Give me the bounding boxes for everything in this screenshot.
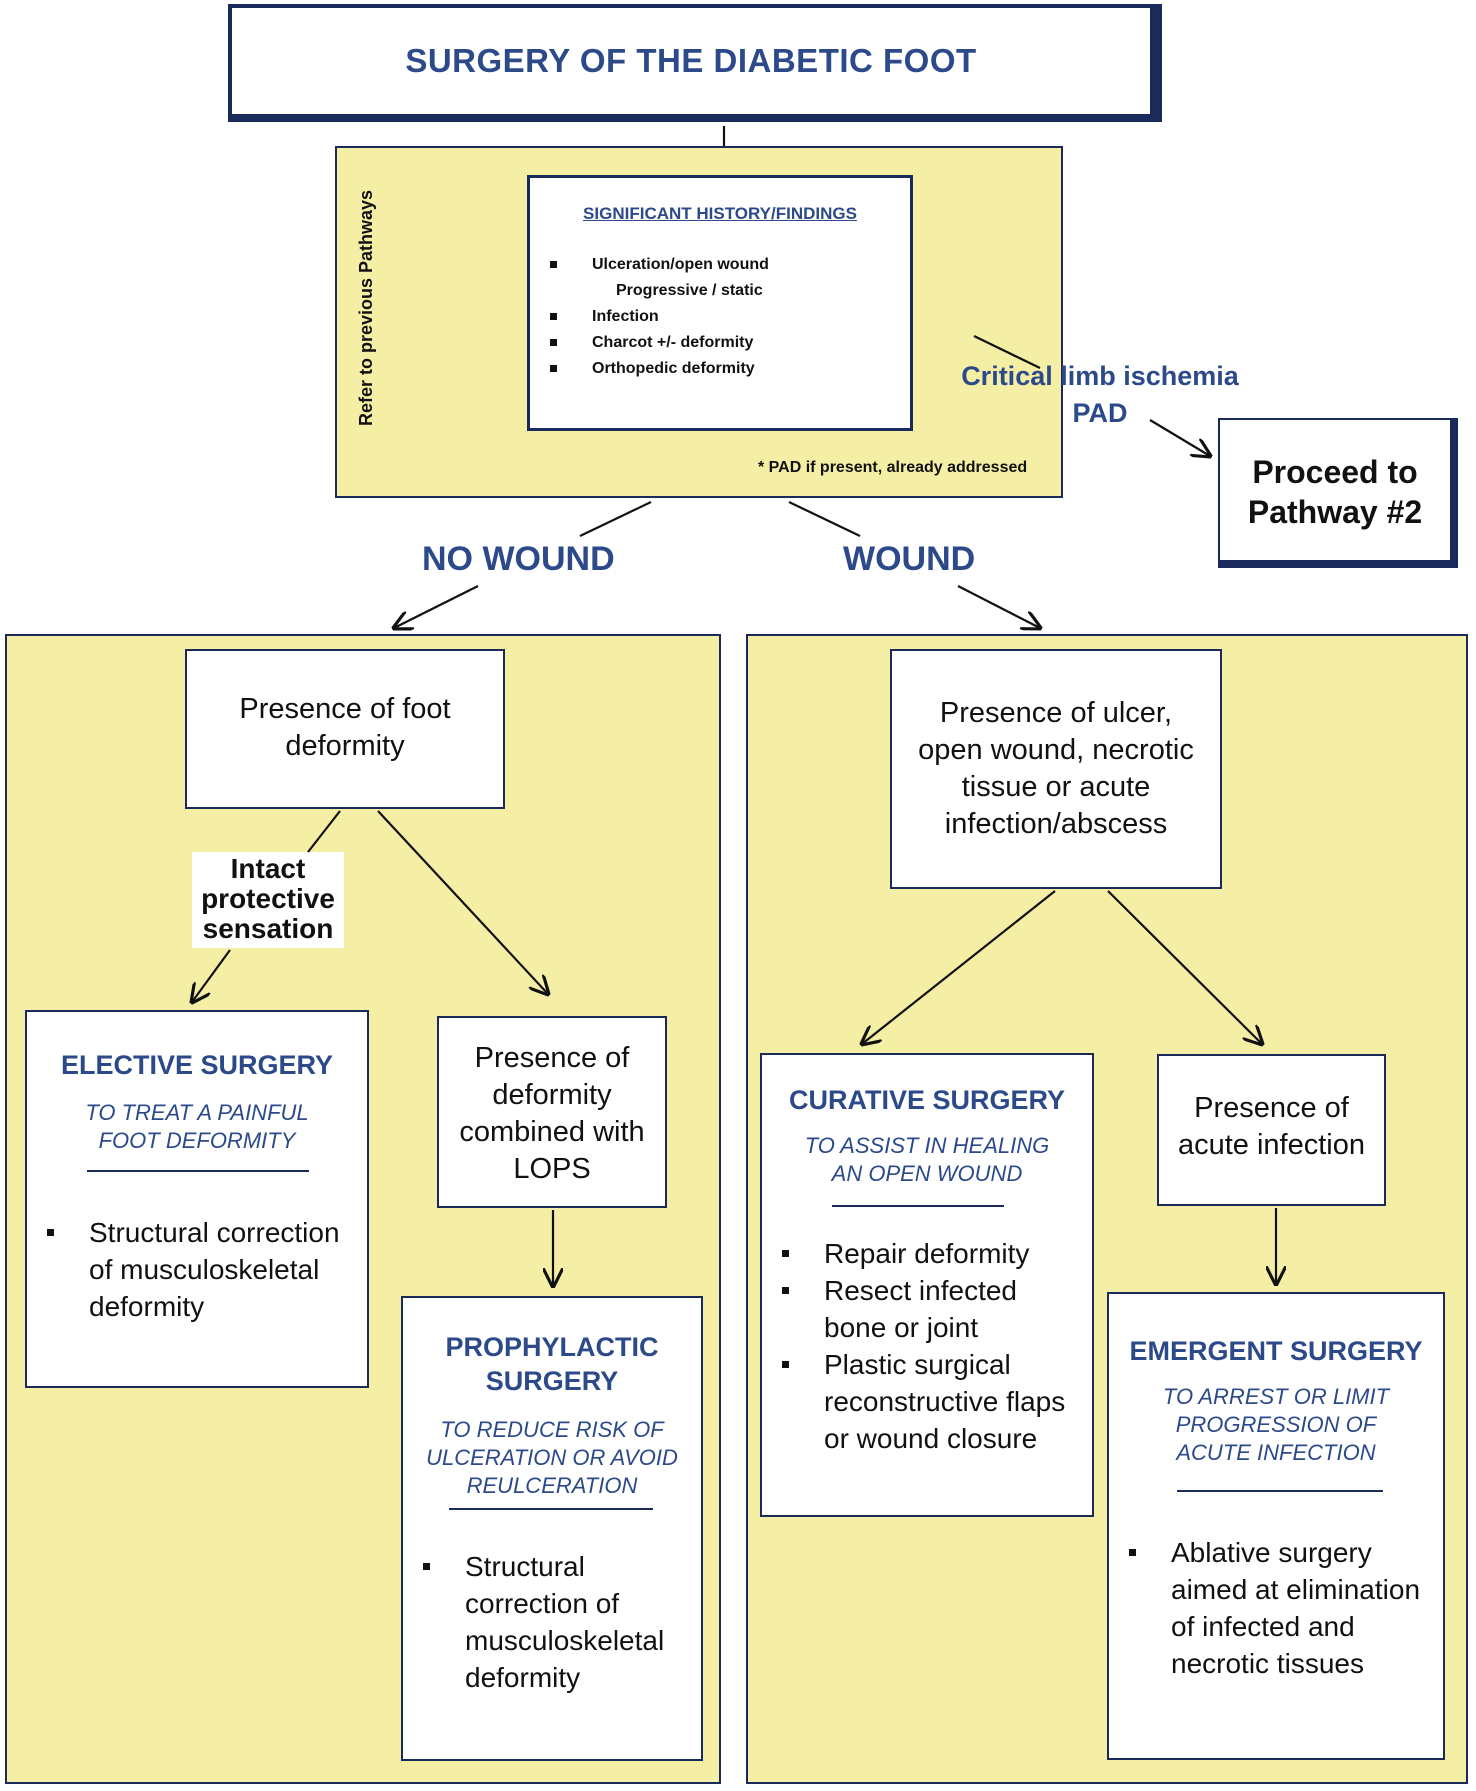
wound-label: WOUND: [843, 540, 976, 578]
list-item: Structural correction of musculoskeletal…: [403, 1548, 683, 1696]
list-item: Charcot +/- deformity: [530, 330, 910, 356]
intact-sensation-label: Intact protective sensation: [192, 852, 344, 948]
ischemia-label: Critical limb ischemia PAD: [961, 361, 1239, 428]
prophylactic-surgery-box: PROPHYLACTIC SURGERY TO REDUCE RISK OF U…: [401, 1296, 703, 1761]
ulcer-box: Presence of ulcer, open wound, necrotic …: [890, 649, 1222, 889]
proceed-box: Proceed to Pathway #2: [1218, 418, 1458, 568]
acute-infection-box: Presence of acute infection: [1157, 1054, 1386, 1206]
wound-arrow: [957, 585, 1040, 628]
curative-bullets: Repair deformity Resect infected bone or…: [762, 1235, 1082, 1457]
history-heading: SIGNIFICANT HISTORY/FINDINGS: [583, 204, 857, 223]
elective-subtitle: TO TREAT A PAINFUL FOOT DEFORMITY: [85, 1100, 309, 1153]
history-box: SIGNIFICANT HISTORY/FINDINGS Ulceration/…: [527, 175, 913, 431]
no-wound-arrow: [394, 585, 479, 628]
prophylactic-subtitle: TO REDUCE RISK OF ULCERATION OR AVOID RE…: [426, 1417, 678, 1498]
list-item: Ablative surgery aimed at elimination of…: [1109, 1534, 1429, 1682]
elective-bullets: Structural correction of musculoskeletal…: [27, 1214, 347, 1325]
curative-surgery-box: CURATIVE SURGERY TO ASSIST IN HEALING AN…: [760, 1053, 1094, 1517]
elective-title: ELECTIVE SURGERY: [60, 1050, 334, 1080]
prophylactic-bullets: Structural correction of musculoskeletal…: [403, 1548, 683, 1696]
list-item: Orthopedic deformity: [530, 356, 910, 382]
list-item: Plastic surgical reconstructive flaps or…: [762, 1346, 1082, 1457]
emergent-title: EMERGENT SURGERY: [1129, 1336, 1423, 1366]
title-box: SURGERY OF THE DIABETIC FOOT: [228, 4, 1162, 122]
list-item: Repair deformity: [762, 1235, 1082, 1272]
no-wound-line: [579, 501, 652, 537]
prophylactic-title: PROPHYLACTIC SURGERY: [445, 1332, 659, 1396]
curative-title: CURATIVE SURGERY: [788, 1085, 1066, 1115]
curative-subtitle: TO ASSIST IN HEALING AN OPEN WOUND: [804, 1133, 1050, 1186]
emergent-bullets: Ablative surgery aimed at elimination of…: [1109, 1534, 1429, 1682]
list-item: Structural correction of musculoskeletal…: [27, 1214, 347, 1325]
wound-line: [788, 501, 861, 537]
history-side-label: Refer to previous Pathways: [356, 189, 376, 427]
list-item-sub: Progressive / static: [616, 282, 763, 299]
list-item: Ulceration/open wound: [530, 252, 910, 278]
no-wound-label: NO WOUND: [422, 540, 615, 578]
list-item: Resect infected bone or joint: [762, 1272, 1082, 1346]
list-item: Infection: [530, 304, 910, 330]
emergent-surgery-box: EMERGENT SURGERY TO ARREST OR LIMIT PROG…: [1107, 1292, 1445, 1760]
history-footnote: * PAD if present, already addressed: [758, 459, 1028, 476]
elective-surgery-box: ELECTIVE SURGERY TO TREAT A PAINFUL FOOT…: [25, 1010, 369, 1388]
emergent-subtitle: TO ARREST OR LIMIT PROGRESSION OF ACUTE …: [1162, 1384, 1390, 1465]
foot-deformity-box: Presence of foot deformity: [185, 649, 505, 809]
page-title: SURGERY OF THE DIABETIC FOOT: [405, 42, 977, 79]
history-list: Ulceration/open wound Progressive / stat…: [530, 252, 910, 382]
lops-box: Presence of deformity combined with LOPS: [437, 1016, 667, 1208]
